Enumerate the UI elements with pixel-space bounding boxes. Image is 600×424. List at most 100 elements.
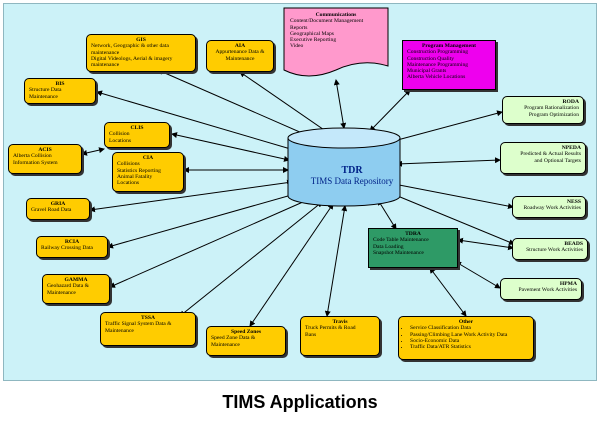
acis-line: Alberta Collision — [13, 153, 52, 160]
npeda-line: Predicted & Actual Results — [520, 151, 581, 158]
ness-node: NESS Roadway Work Activities — [512, 196, 586, 218]
program-management-line: Municipal Grants — [407, 68, 447, 75]
cia-title: CIA — [142, 155, 154, 161]
communications-line: Executive Reporting — [290, 37, 337, 44]
ness-line: Roadway Work Activities — [523, 205, 581, 212]
link-roda — [389, 110, 503, 144]
other-node: Other Service Classification Data Passin… — [398, 316, 534, 360]
other-item: Passing/Climbing Lane Work Activity Data — [410, 332, 529, 338]
other-item: Traffic Data/ATR Statistics — [410, 344, 529, 350]
link-gamma — [109, 197, 313, 288]
communications-document-shape — [283, 7, 389, 77]
travis-title: Travis — [332, 319, 348, 325]
link-ness — [393, 182, 514, 209]
aia-node: AIA Appurtenance Data & Maintenance — [206, 40, 274, 72]
roda-title: RODA — [562, 99, 579, 105]
tssa-line: Traffic Signal System Data & — [105, 321, 172, 328]
page-title: TIMS Applications — [222, 392, 378, 412]
program-management-line: Alberta Vehicle Locations — [407, 74, 466, 81]
tdra-line: Snapshot Maintenance — [373, 249, 424, 256]
npeda-title: NPEDA — [561, 145, 581, 151]
bis-line: Structure Data — [29, 87, 62, 94]
link-rcia — [107, 190, 303, 249]
gamma-title: GAMMA — [64, 277, 88, 283]
tssa-line: Maintenance — [105, 327, 134, 334]
gria-line: Gravel Road Data — [31, 207, 72, 214]
bis-title: BIS — [55, 81, 65, 87]
speed-zones-node: Speed Zones Speed Zone Data & Maintenanc… — [206, 326, 286, 356]
cia-node: CIA Collisions Statistics Reporting Anim… — [112, 152, 184, 192]
travis-line: Truck Permits & Road — [305, 325, 356, 332]
tssa-node: TSSA Traffic Signal System Data & Mainte… — [100, 312, 196, 346]
gria-node: GRIA Gravel Road Data — [26, 198, 90, 220]
other-item: Socio-Economic Data — [410, 338, 529, 344]
gis-title: GIS — [136, 37, 146, 43]
roda-node: RODA Program Rationalization Program Opt… — [502, 96, 584, 124]
link-program-management — [369, 89, 411, 132]
bis-line: Maintenance — [29, 93, 58, 100]
program-management-line: Construction Programming — [407, 49, 469, 56]
link-hpma — [455, 261, 501, 289]
roda-line: Program Rationalization — [524, 105, 579, 112]
bis-node: BIS Structure Data Maintenance — [24, 78, 96, 104]
gamma-line: Maintenance — [47, 289, 76, 296]
clis-line: Locations — [109, 137, 132, 144]
communications-line: Video — [290, 43, 304, 50]
rcia-title: RCIA — [64, 239, 80, 245]
gis-line: Network, Geographic & other data mainten… — [91, 43, 169, 56]
tdr-label: TDR TIMS Data Repository — [292, 165, 412, 187]
link-speed-zones — [249, 203, 334, 327]
tdr-database-icon — [287, 127, 401, 207]
tdr-title: TDR — [341, 165, 363, 176]
other-item: Service Classification Data — [410, 325, 529, 331]
clis-node: CLIS Collision Locations — [104, 122, 170, 148]
link-gis — [157, 69, 319, 141]
cia-line: Animal Fatality — [117, 173, 153, 180]
link-communications — [333, 79, 347, 129]
beads-line: Structure Work Activities — [526, 247, 583, 254]
speed-zones-line: Maintenance — [211, 341, 240, 348]
other-list: Service Classification Data Passing/Clim… — [403, 325, 529, 350]
tdra-line: Code Table Maintenance — [373, 237, 429, 244]
ness-title: NESS — [567, 199, 581, 205]
rcia-node: RCIA Railway Crossing Data — [36, 236, 108, 258]
speed-zones-title: Speed Zones — [231, 329, 261, 335]
cia-line: Collisions — [117, 161, 140, 168]
link-beads-main — [387, 191, 515, 245]
roda-line: Program Optimization — [528, 111, 579, 118]
hpma-title: HPMA — [559, 281, 577, 287]
link-clis — [171, 132, 290, 162]
npeda-node: NPEDA Predicted & Actual Results and Opt… — [500, 142, 586, 174]
program-management-node: Program Management Construction Programm… — [402, 40, 496, 90]
other-title: Other — [458, 319, 474, 325]
gis-node: GIS Network, Geographic & other data mai… — [86, 34, 196, 72]
cia-line: Statistics Reporting — [117, 167, 161, 174]
travis-line: Bans — [305, 331, 317, 338]
program-management-line: Construction Quality — [407, 55, 455, 62]
link-tssa — [179, 201, 323, 317]
aia-title: AIA — [234, 43, 246, 49]
tssa-title: TSSA — [141, 315, 155, 321]
link-travis — [324, 205, 348, 317]
program-management-line: Maintenance Programming — [407, 61, 469, 68]
clis-title: CLIS — [130, 125, 144, 131]
speed-zones-line: Speed Zone Data & — [211, 335, 256, 342]
link-other — [429, 267, 467, 317]
link-npeda — [396, 157, 501, 167]
gria-title: GRIA — [50, 201, 66, 207]
link-beads — [457, 237, 514, 251]
aia-line: Appurtenance Data & Maintenance — [215, 49, 265, 62]
communications-line: Geographical Maps — [290, 30, 334, 37]
clis-line: Collision — [109, 131, 130, 138]
tdra-title: TDRA — [405, 231, 421, 237]
tdra-line: Data Loading — [373, 243, 404, 250]
gis-line: Digital Videologs, Aerial & imagery main… — [91, 55, 173, 69]
npeda-line: and Optional Targets — [534, 157, 581, 164]
hpma-node: HPMA Pavement Work Activities — [500, 278, 582, 300]
communications-title: Communications — [315, 12, 357, 18]
link-aia — [239, 71, 331, 135]
rcia-line: Railway Crossing Data — [41, 245, 93, 252]
communications-line: Reports — [290, 24, 308, 31]
tdra-node: TDRA Code Table Maintenance Data Loading… — [368, 228, 458, 268]
